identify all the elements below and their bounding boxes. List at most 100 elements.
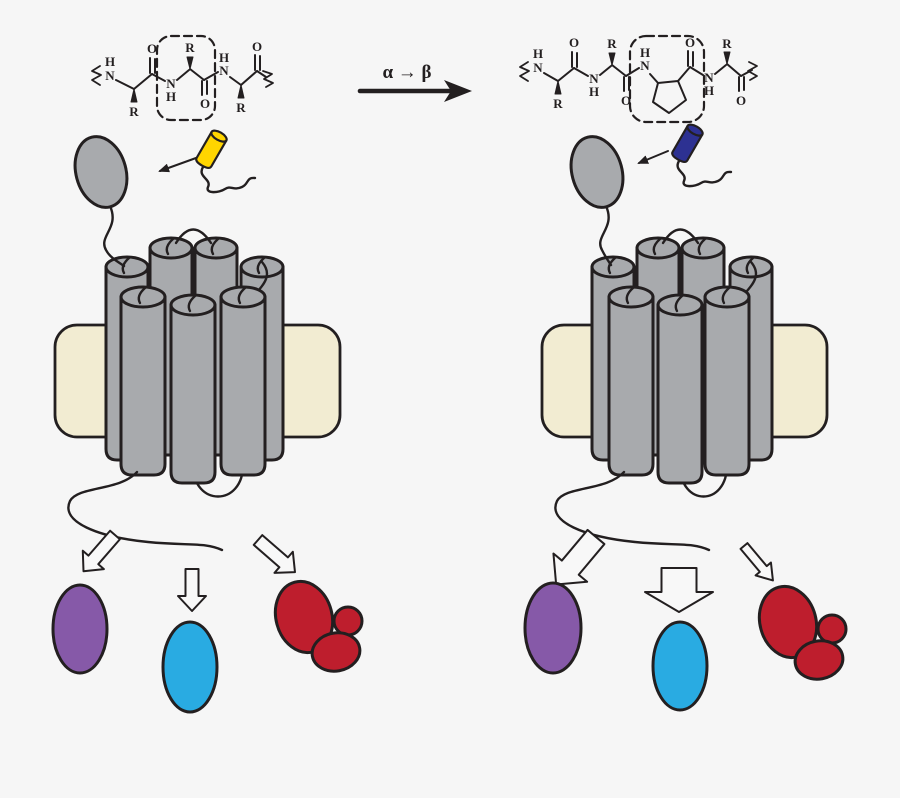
atom-label-o: O [200, 96, 210, 111]
beta-probe [637, 123, 733, 188]
helix-top [119, 285, 167, 309]
helix-cylinder [703, 295, 751, 477]
bond [229, 76, 242, 86]
cyan-effector [161, 620, 219, 714]
cyclopentane-ring [652, 80, 687, 114]
helix-top-tick [721, 286, 731, 305]
helix-cylinder [169, 303, 217, 485]
bond [557, 67, 575, 82]
red-effector-medium [310, 631, 362, 673]
atom-label-r: R [607, 36, 617, 51]
helix-top-tick [607, 256, 617, 275]
bond [599, 65, 612, 76]
probe-tail-squiggle [676, 159, 733, 188]
alpha-probe [158, 129, 257, 194]
atom-label-o: O [736, 93, 746, 108]
transition-arrow-head [444, 80, 472, 102]
helix-top-tick [697, 237, 707, 256]
carbonyl-double-bond [254, 54, 261, 71]
atom-label-r: R [129, 104, 139, 119]
stereo-wedge [186, 56, 194, 70]
stereo-wedge [554, 80, 562, 95]
carbonyl-double-bond [687, 50, 694, 67]
helix-top-tick [210, 237, 220, 256]
atom-label-r: R [722, 36, 732, 51]
helix-top-tick [625, 286, 635, 305]
terminal-squiggle [519, 61, 530, 82]
helix-top [148, 236, 194, 260]
alpha-residue-highlight-box [155, 34, 217, 122]
bond [677, 66, 691, 82]
atom-label-n: N [166, 76, 176, 91]
helix-top [239, 255, 285, 279]
bond [625, 67, 640, 77]
red-effector-small [332, 605, 364, 637]
atom-label-h: H [589, 84, 599, 99]
bond [543, 72, 559, 82]
bond [151, 73, 166, 82]
helix-top [656, 293, 704, 317]
ligand-binding-domain [569, 135, 625, 209]
atom-label-h: H [640, 45, 650, 60]
atom-label-o: O [621, 93, 631, 108]
bond [133, 73, 153, 90]
pathway-arrow-red [739, 542, 774, 582]
atom-label-n: N [640, 58, 650, 73]
helix-top [193, 236, 239, 260]
atom-label-o: O [147, 41, 157, 56]
helix-top-tick [237, 286, 247, 305]
pathway-arrow-cyan [644, 567, 714, 613]
bond [740, 69, 753, 77]
helix-top [703, 285, 751, 309]
probe-cap [210, 129, 228, 143]
bond [714, 64, 727, 75]
atom-label-r: R [185, 40, 195, 55]
alpha-panel: H N R O N H R O N H [51, 34, 364, 714]
extracellular-loop [174, 228, 213, 245]
stereo-wedge [723, 51, 731, 65]
helix-top [169, 293, 217, 317]
bond [611, 64, 627, 77]
atom-label-h: H [219, 50, 229, 65]
bond [176, 69, 190, 81]
helix-cylinder [656, 303, 704, 485]
beta-panel: H N R O N H R O N H [519, 34, 848, 712]
stereo-wedge [608, 52, 616, 66]
helix-top [607, 285, 655, 309]
bond [115, 79, 135, 90]
helix-bundle [569, 135, 774, 498]
pathway-arrow-purple [552, 528, 606, 586]
bond [649, 73, 659, 84]
atom-label-n: N [533, 60, 543, 75]
atom-label-n: N [105, 68, 115, 83]
helix-top-tick [745, 256, 755, 275]
stereo-wedge [237, 84, 245, 99]
cyan-effector [651, 620, 709, 712]
atom-label-n: N [219, 63, 229, 78]
probe-pointer-arrow [637, 150, 669, 164]
probe-tail-squiggle [200, 165, 257, 194]
beta-residue-highlight-box [628, 34, 706, 124]
probe-pointer-arrow [158, 157, 197, 173]
beta-peptide-structure: H N R O N H R O N H [519, 34, 758, 124]
atom-label-h: H [704, 83, 714, 98]
alpha-receptor-cartoon [51, 129, 364, 714]
atom-label-r: R [553, 96, 563, 111]
ligand-binding-domain [73, 135, 129, 209]
atom-label-h: H [105, 54, 115, 69]
atom-label-n: N [589, 71, 599, 86]
n-terminal-tail [599, 204, 613, 267]
helix-bundle [73, 135, 285, 498]
atom-label-o: O [685, 35, 695, 50]
atom-label-o: O [569, 35, 579, 50]
helix-top [219, 285, 267, 309]
terminal-squiggle [747, 61, 758, 81]
alpha-probe-cylinder [195, 129, 228, 170]
carbonyl-double-bond [571, 51, 578, 68]
pathway-arrow-purple [81, 529, 121, 573]
helix-top-tick [652, 237, 662, 256]
red-effector-cluster [757, 584, 848, 681]
helix-top-tick [256, 256, 266, 275]
atom-label-h: H [533, 46, 543, 61]
pathway-arrow-red [252, 534, 296, 574]
